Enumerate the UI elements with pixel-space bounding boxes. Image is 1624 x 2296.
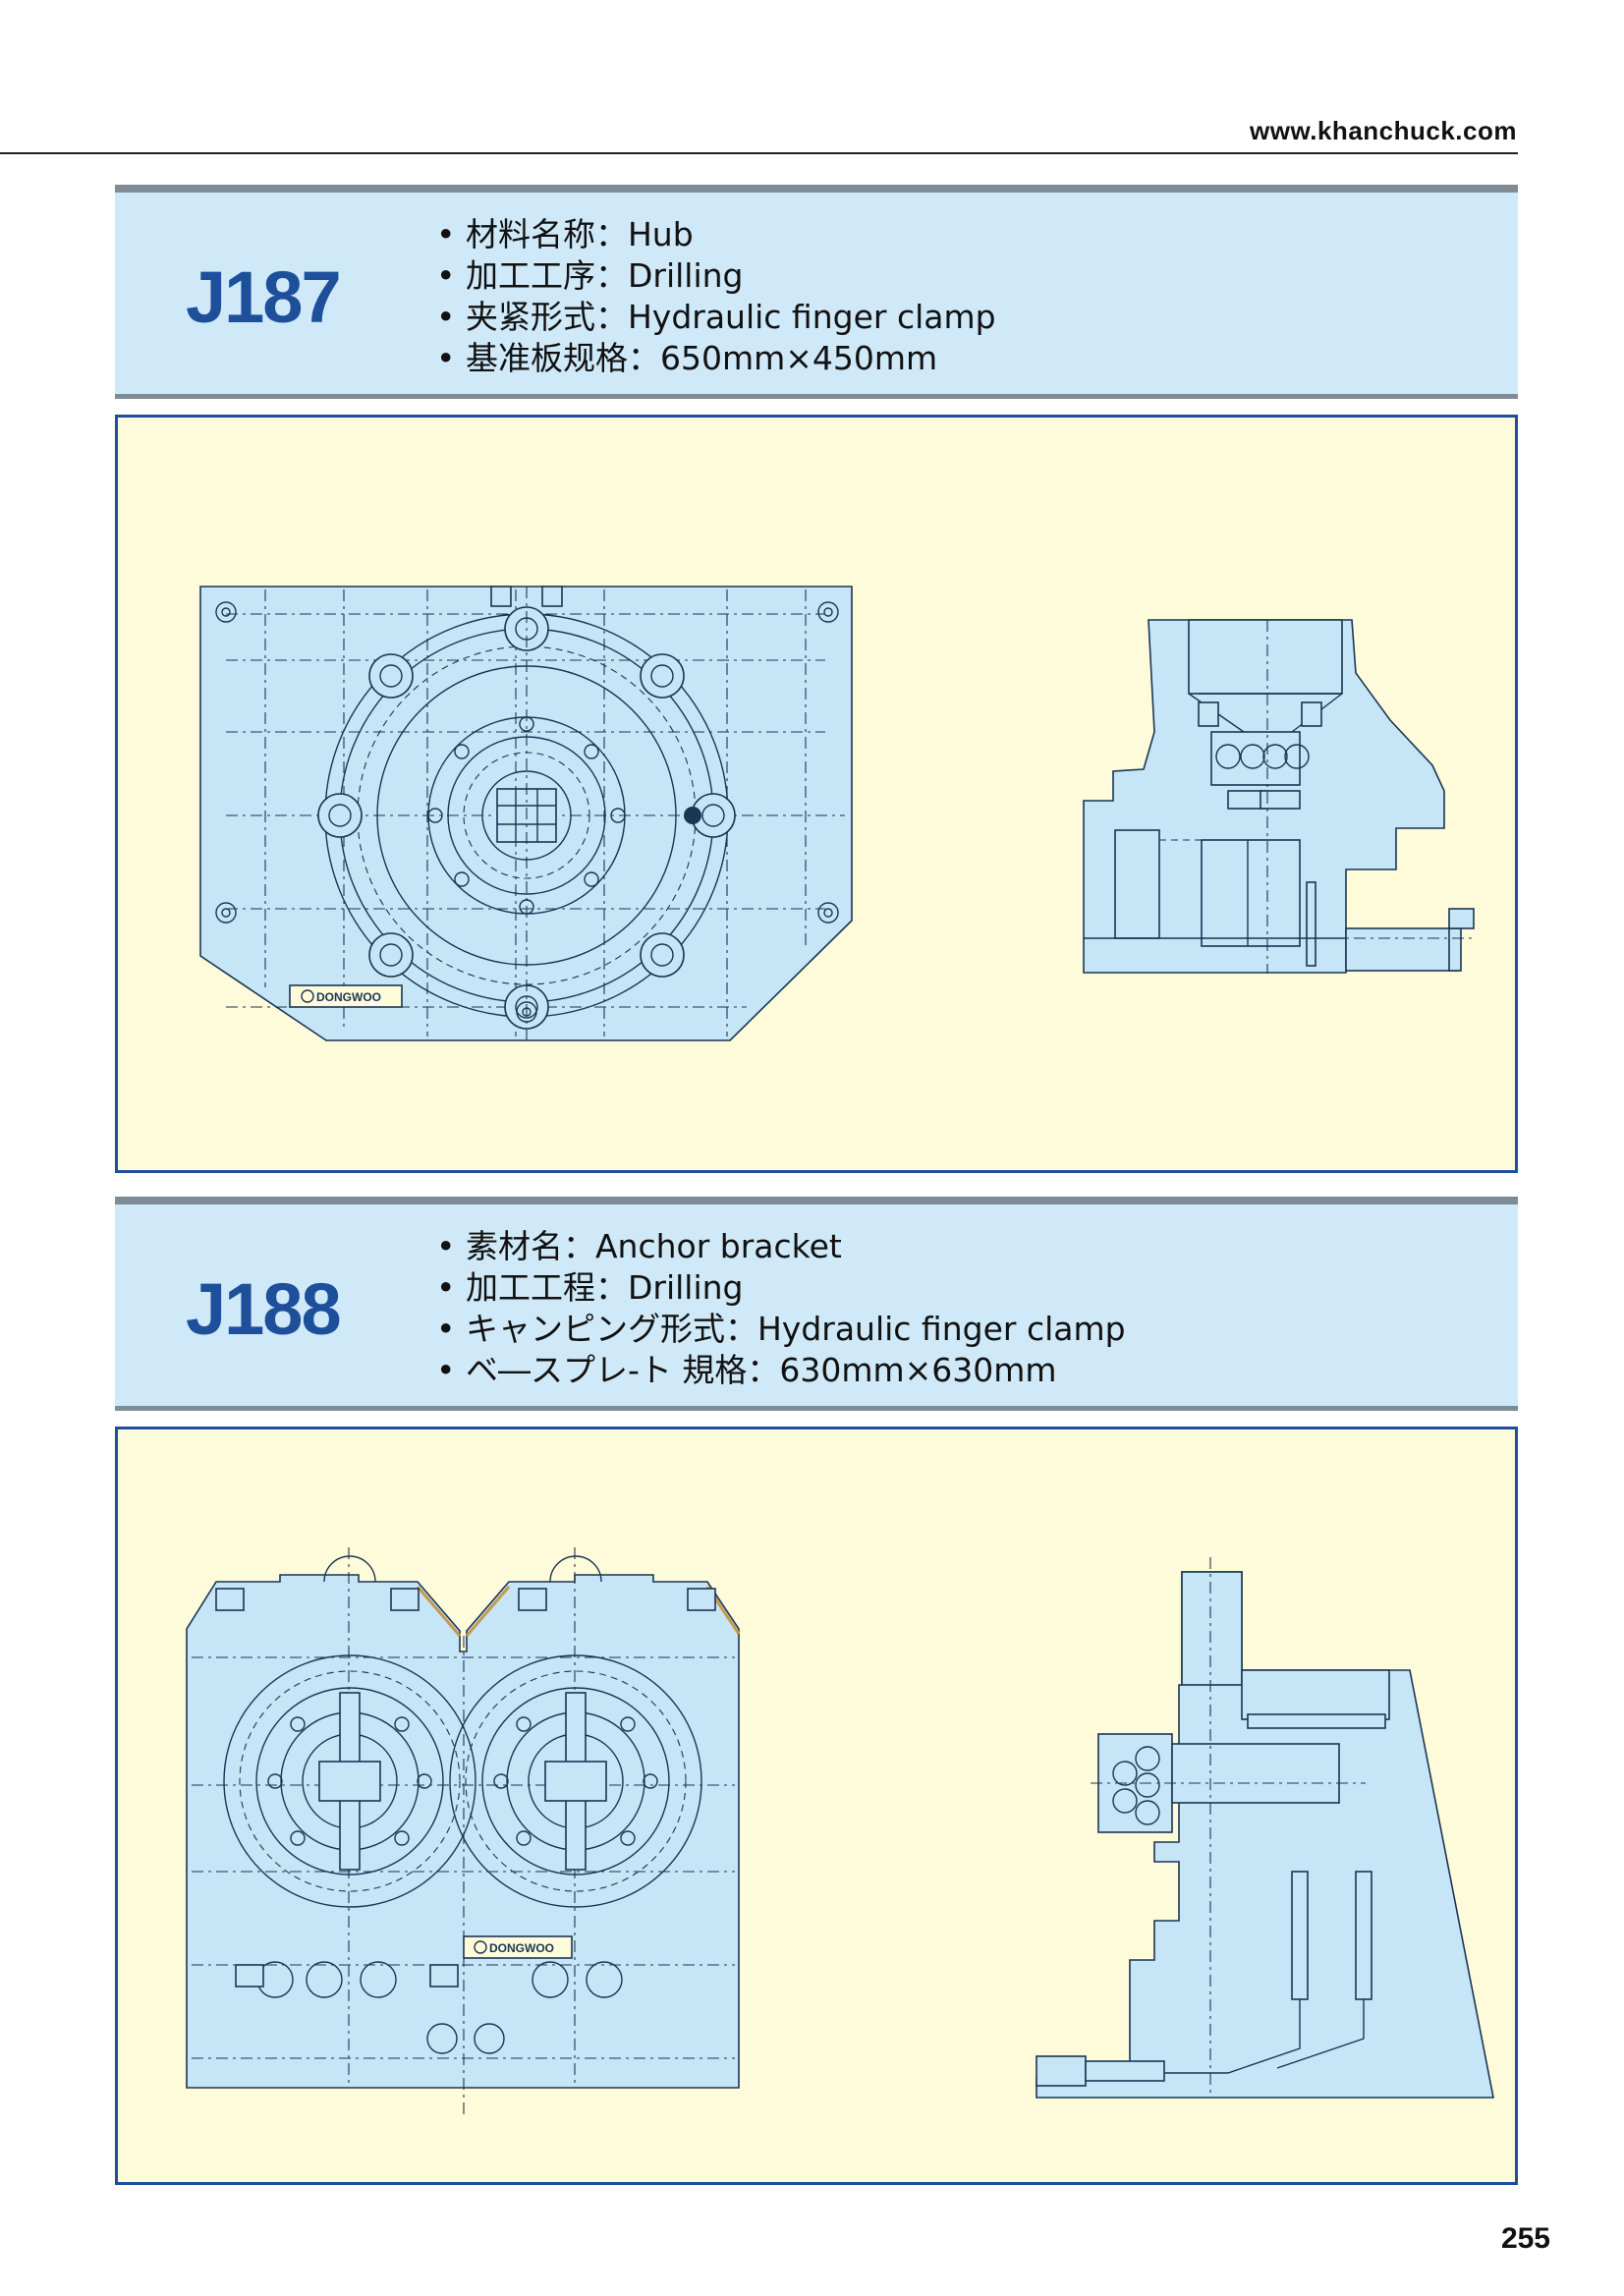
spec-process: 加工工序：Drilling [436,255,996,297]
spec-clamp-type: キャンピング形式：Hydraulic finger clamp [436,1309,1126,1350]
spec-material: 素材名：Anchor bracket [436,1226,1126,1267]
side-view [1083,619,1475,974]
right-station [449,1654,702,1908]
fixture-drawing-j188: DONGWOO [186,1547,1494,2117]
fixture-drawing-j187: DONGWOO [199,586,1475,1041]
spec-header-j187: J187 材料名称：Hub 加工工序：Drilling 夹紧形式：Hydraul… [115,185,1518,399]
site-url[interactable]: www.khanchuck.com [1250,116,1517,145]
svg-text:DONGWOO: DONGWOO [489,1941,554,1955]
drawing-panel-j187: DONGWOO [115,415,1518,1173]
spec-base-plate: 基准板规格：650mm×450mm [436,338,996,379]
page-number: 255 [1500,2222,1550,2255]
spec-list: 材料名称：Hub 加工工序：Drilling 夹紧形式：Hydraulic fi… [436,214,996,379]
top-rule [0,152,1518,154]
dongwoo-logo-plate: DONGWOO [463,1935,573,1959]
model-code: J188 [186,1268,342,1350]
svg-text:DONGWOO: DONGWOO [316,990,381,1004]
plan-view: DONGWOO [186,1547,741,2117]
spec-material: 材料名称：Hub [436,214,996,255]
spec-clamp-type: 夹紧形式：Hydraulic finger clamp [436,297,996,338]
spec-list: 素材名：Anchor bracket 加工工程：Drilling キャンピング形… [436,1226,1126,1391]
corner-bolts [215,601,839,1023]
spec-base-plate: ベ―スプレ-ト 規格：630mm×630mm [436,1350,1126,1391]
side-view [1036,1557,1494,2099]
model-code: J187 [186,256,342,338]
plan-view: DONGWOO [199,586,853,1041]
spec-header-j188: J188 素材名：Anchor bracket 加工工程：Drilling キャ… [115,1197,1518,1411]
drawing-panel-j188: DONGWOO [115,1427,1518,2185]
spec-process: 加工工程：Drilling [436,1267,1126,1309]
pad-holes [317,606,736,1030]
left-station [223,1654,476,1908]
dongwoo-logo-plate: DONGWOO [289,984,403,1008]
